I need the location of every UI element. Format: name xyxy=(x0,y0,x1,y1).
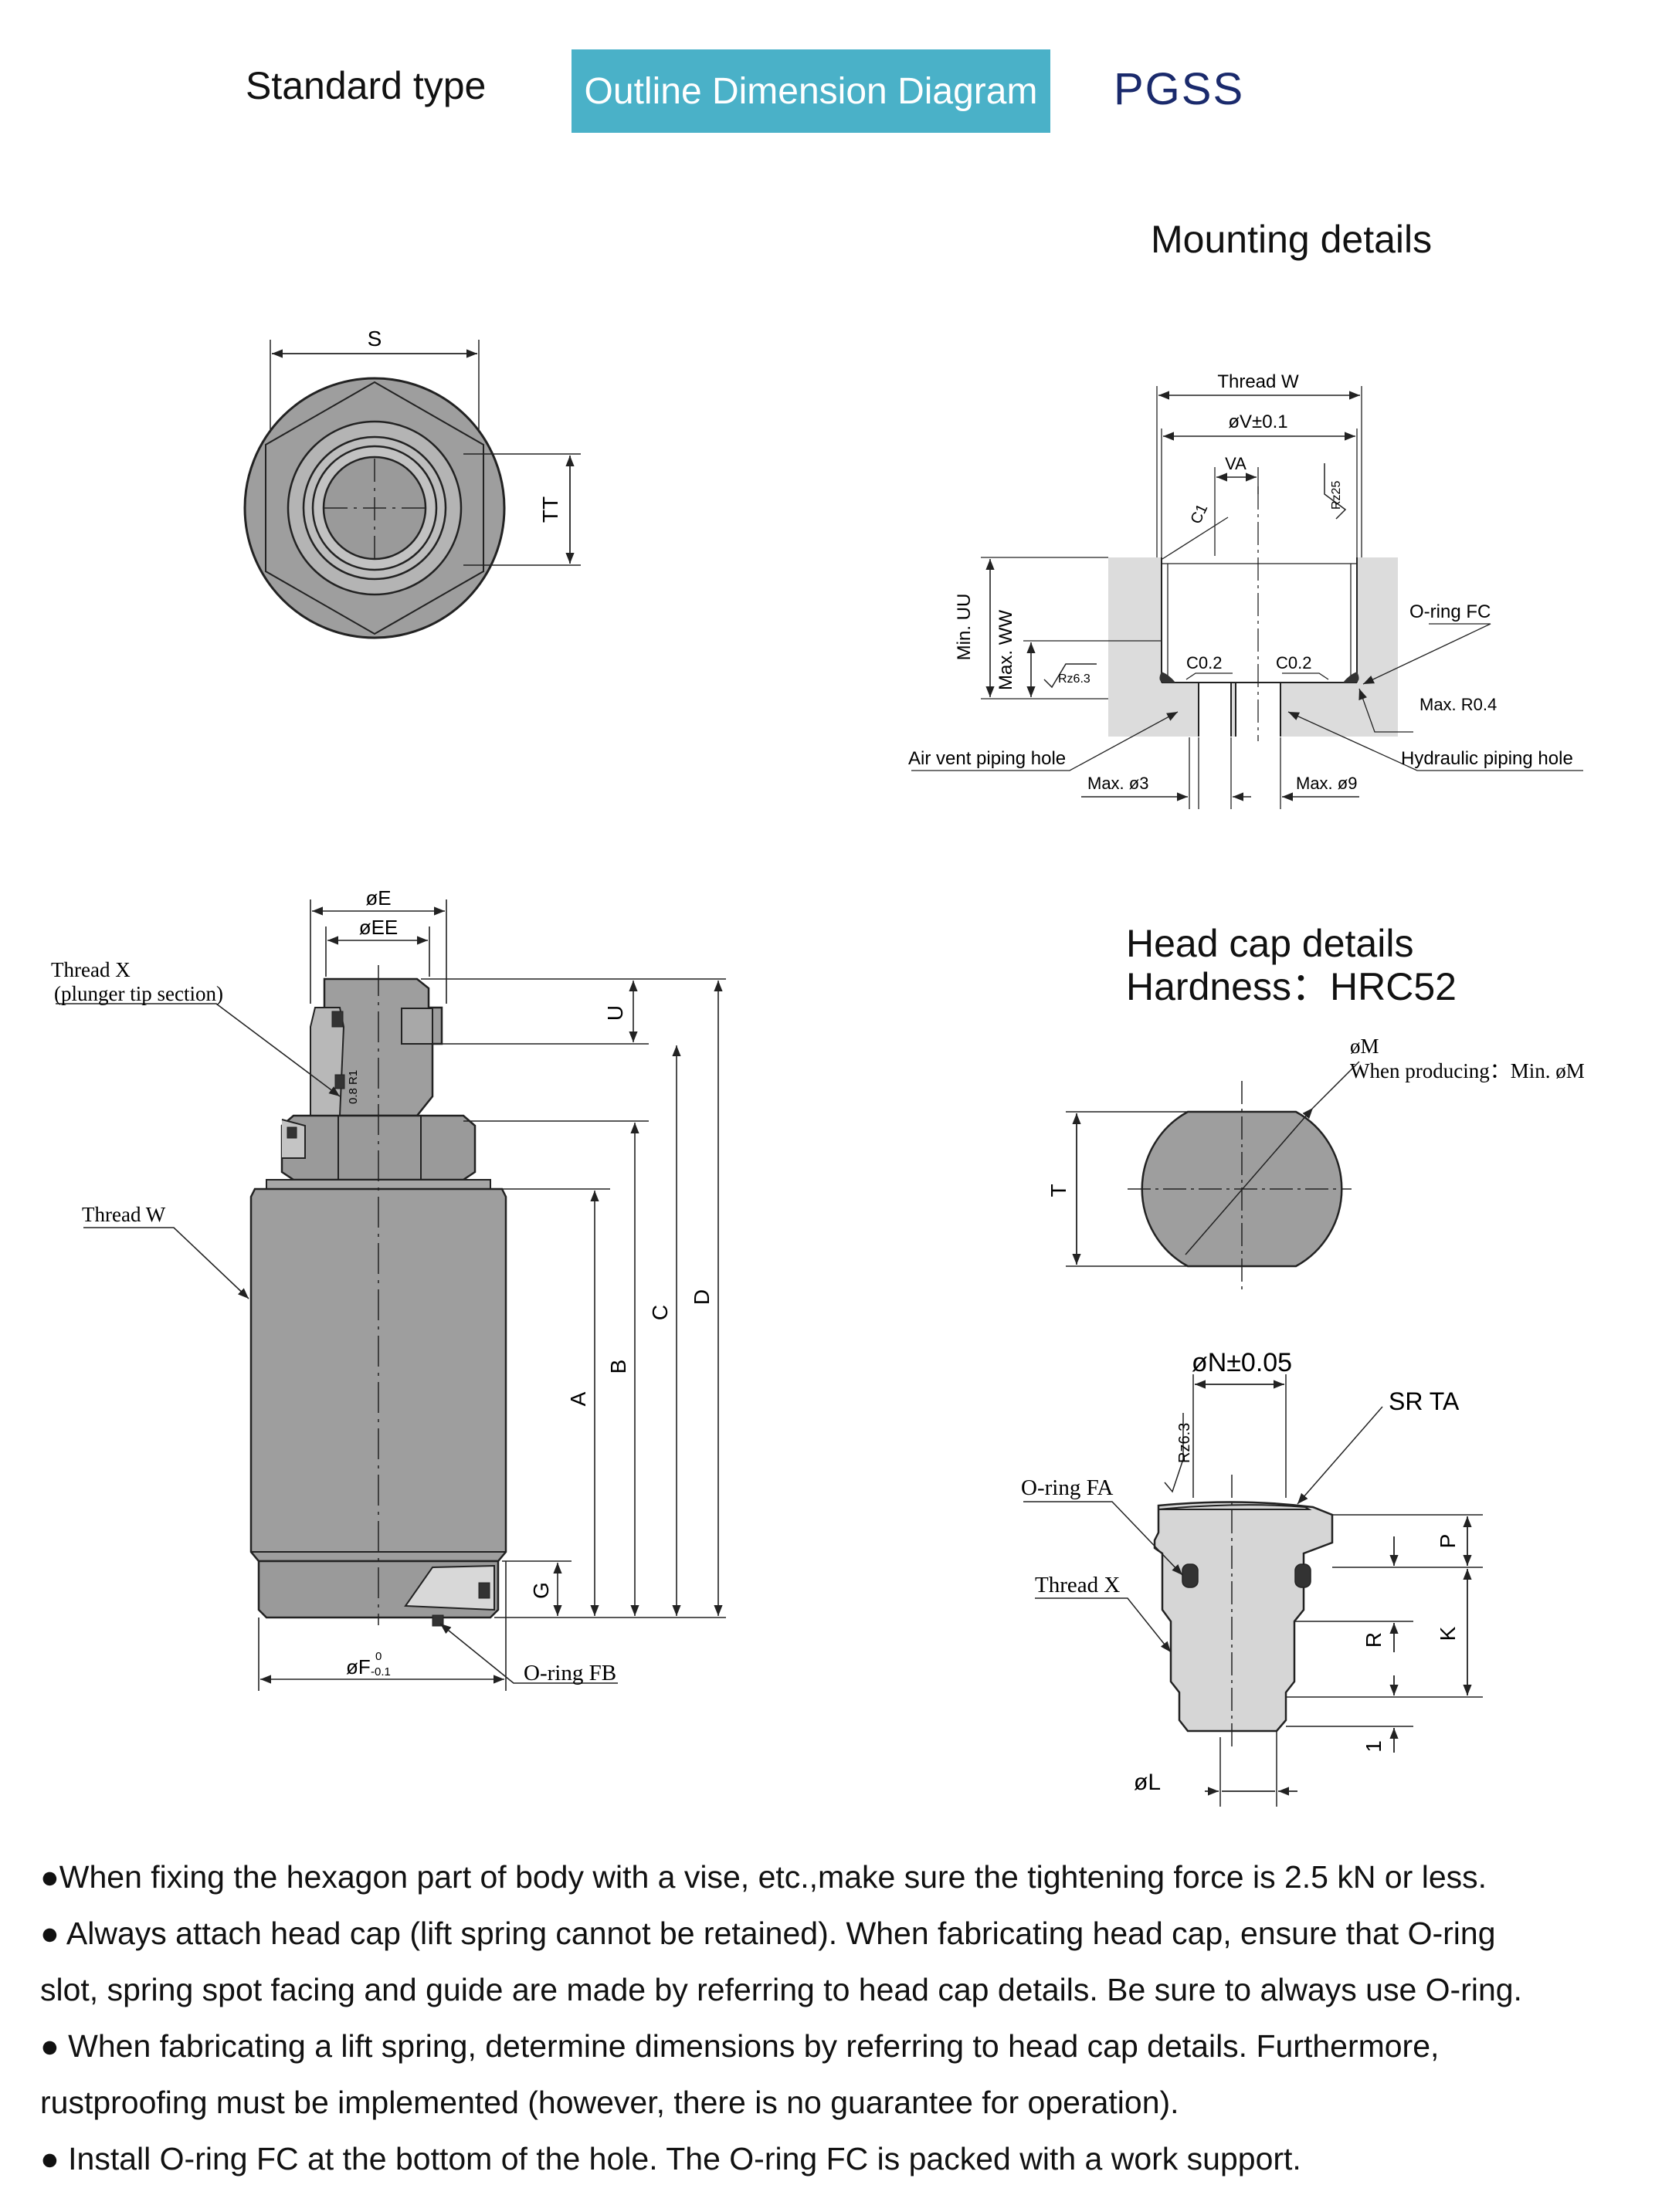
dim-phi-e: øE xyxy=(365,886,391,910)
mount-air-vent: Air vent piping hole xyxy=(908,748,1066,769)
tol-f-upper: 0 xyxy=(375,1650,382,1663)
cap-dim-r: R xyxy=(1362,1632,1386,1648)
head-cap-details-title: Head cap details xyxy=(1126,922,1414,965)
cap-phi-n: øN±0.05 xyxy=(1192,1348,1292,1377)
cap-oring-fa: O-ring FA xyxy=(1021,1475,1114,1500)
dim-s: S xyxy=(368,327,382,351)
cap-phi-l: øL xyxy=(1134,1770,1161,1795)
mount-thread-w: Thread W xyxy=(1217,371,1299,392)
cap-phi-m: øM xyxy=(1350,1035,1379,1058)
cap-when-producing: When producing：Min. øM xyxy=(1350,1059,1585,1082)
note-line: ● When fabricating a lift spring, determ… xyxy=(40,2028,1440,2064)
thread-w-label: Thread W xyxy=(82,1203,166,1226)
mounting-view xyxy=(911,386,1583,809)
mount-oring-fc: O-ring FC xyxy=(1409,601,1491,622)
mount-max-r04: Max. R0.4 xyxy=(1419,695,1497,714)
outline-dimension-diagram-button[interactable]: Outline Dimension Diagram xyxy=(572,49,1050,133)
cap-rz63: Rz6.3 xyxy=(1176,1423,1193,1463)
dim-tt: TT xyxy=(538,496,562,523)
thread-x-label: Thread X xyxy=(51,958,131,981)
dim-u: U xyxy=(603,1005,627,1021)
mount-c02-left: C0.2 xyxy=(1186,653,1222,672)
cap-dim-t: T xyxy=(1046,1184,1070,1197)
mount-c1: C1 xyxy=(1188,502,1212,527)
head-cap-side-view xyxy=(1023,1374,1483,1807)
notes: ●When fixing the hexagon part of body wi… xyxy=(40,1849,1647,2187)
cap-thread-x: Thread X xyxy=(1035,1573,1120,1597)
note-line: slot, spring spot facing and guide are m… xyxy=(40,1972,1522,2007)
dim-b: B xyxy=(606,1360,630,1374)
top-view xyxy=(243,340,581,639)
note-line: rustproofing must be implemented (howeve… xyxy=(40,2085,1179,2120)
model-name: PGSS xyxy=(1114,64,1245,114)
note-line: ● Always attach head cap (lift spring ca… xyxy=(40,1916,1496,1951)
tol-f-lower: -0.1 xyxy=(371,1665,391,1678)
mount-hydraulic: Hydraulic piping hole xyxy=(1401,748,1573,769)
mount-rz63: Rz6.3 xyxy=(1058,672,1090,686)
note-line: ● Install O-ring FC at the bottom of the… xyxy=(40,2141,1301,2176)
oring-fb-label: O-ring FB xyxy=(524,1661,616,1685)
mount-va: VA xyxy=(1225,454,1246,473)
hardness-label: Hardness：HRC52 xyxy=(1126,965,1457,1008)
plunger-tip-label: (plunger tip section) xyxy=(54,982,223,1005)
cap-dim-k: K xyxy=(1436,1626,1460,1641)
mount-max-ww: Max. WW xyxy=(996,610,1016,690)
mount-phi-v: øV±0.1 xyxy=(1228,412,1287,432)
mount-max-phi9: Max. ø9 xyxy=(1296,774,1357,793)
standard-type-label: Standard type xyxy=(246,64,487,107)
mount-rz25: Rz25 xyxy=(1330,481,1343,510)
mount-c02-right: C0.2 xyxy=(1276,653,1311,672)
dim-phi-ee: øEE xyxy=(359,916,399,939)
tip-mark: 0.8 R1 xyxy=(347,1070,360,1104)
dim-phi-f: øF xyxy=(346,1655,371,1678)
dim-d: D xyxy=(690,1289,714,1305)
dim-a: A xyxy=(566,1391,590,1406)
note-line: ●When fixing the hexagon part of body wi… xyxy=(40,1859,1487,1895)
dimension-drawing: S TT xyxy=(51,327,1585,1807)
cap-dim-1: 1 xyxy=(1362,1740,1386,1753)
mount-max-phi3: Max. ø3 xyxy=(1087,774,1148,793)
mount-min-uu: Min. UU xyxy=(954,594,975,661)
cap-dim-p: P xyxy=(1436,1534,1460,1549)
dim-c: C xyxy=(648,1305,672,1320)
dim-g: G xyxy=(529,1582,553,1599)
side-view-dims xyxy=(56,899,726,1691)
mounting-details-title: Mounting details xyxy=(1151,218,1433,261)
head-cap-top-view xyxy=(1066,1061,1360,1289)
side-view xyxy=(249,965,507,1627)
cap-sr-ta: SR TA xyxy=(1389,1387,1460,1415)
